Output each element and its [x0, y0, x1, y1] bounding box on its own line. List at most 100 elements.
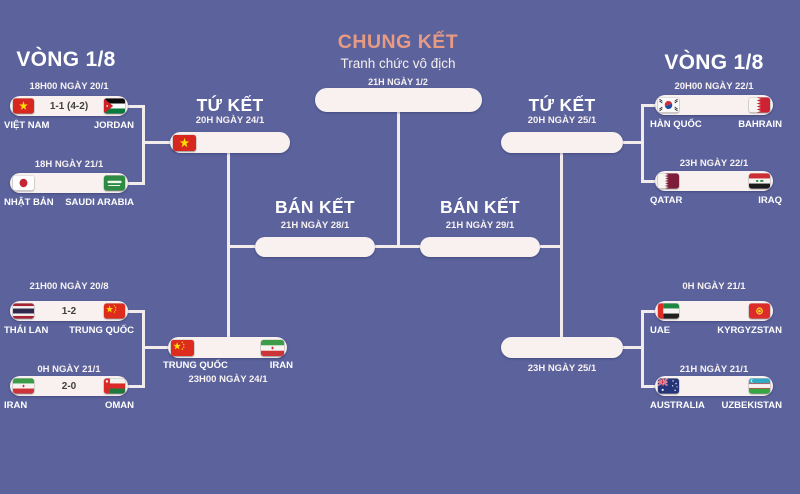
match-datetime: 18H NGÀY 21/1	[34, 159, 104, 170]
round-of-16-title-left: VÒNG 1/8	[16, 48, 116, 71]
final-subtitle: Tranh chức vô địch	[340, 56, 456, 71]
iraq-flag	[749, 173, 770, 189]
match-score: 1-1 (4-2)	[49, 100, 89, 112]
quarterfinal-right-top-datetime: 20H NGÀY 25/1	[527, 115, 597, 126]
connector-line	[644, 310, 655, 313]
team-label: VIỆT NAM	[4, 120, 50, 131]
match-teams: VIỆT NAM JORDAN	[4, 120, 134, 131]
team-label: OMAN	[104, 400, 134, 411]
team-label: IRAN	[269, 360, 293, 371]
quarterfinal-right-top-slot	[501, 132, 623, 153]
match-teams: THÁI LAN TRUNG QUỐC	[4, 325, 134, 336]
bahrain-flag	[749, 97, 770, 113]
connector-line	[641, 310, 644, 388]
match-datetime: 21H00 NGÀY 20/8	[29, 281, 109, 292]
match-datetime: 23H NGÀY 22/1	[679, 158, 749, 169]
kyrgyzstan-flag	[749, 303, 770, 319]
match-japan-saudiarabia	[10, 173, 128, 193]
jordan-flag	[104, 98, 125, 114]
team-label: KYRGYZSTAN	[717, 325, 782, 336]
team-label: UZBEKISTAN	[721, 400, 782, 411]
connector-line	[128, 182, 145, 185]
semifinal-left-title: BÁN KẾT	[275, 197, 355, 217]
uzbekistan-flag	[749, 378, 770, 394]
match-thailand-china: 1-2	[10, 301, 128, 321]
match-iran-oman: 2-0	[10, 376, 128, 396]
quarterfinal-left-bottom-slot	[168, 337, 287, 358]
japan-flag	[13, 175, 34, 191]
team-label: QATAR	[650, 195, 683, 206]
quarterfinal-left-bottom-datetime: 23H00 NGÀY 24/1	[188, 374, 268, 385]
china-flag	[104, 303, 125, 319]
connector-line	[623, 346, 644, 349]
semifinal-right-datetime: 21H NGÀY 29/1	[445, 220, 515, 231]
connector-line	[142, 346, 168, 349]
semifinal-right-slot	[420, 237, 540, 257]
match-uae-kyrgyzstan	[655, 301, 773, 321]
connector-line	[142, 310, 145, 388]
team-label: IRAN	[4, 400, 28, 411]
australia-flag	[658, 378, 679, 394]
match-datetime: 0H NGÀY 21/1	[682, 281, 746, 292]
match-datetime: 20H00 NGÀY 22/1	[674, 81, 754, 92]
china-flag	[171, 339, 194, 356]
quarterfinal-left-top-slot	[170, 132, 290, 153]
team-label: NHẬT BẢN	[4, 197, 54, 208]
semifinal-right-title: BÁN KẾT	[440, 197, 520, 217]
quarterfinal-right-bottom-datetime: 23H NGÀY 25/1	[527, 363, 597, 374]
match-southkorea-bahrain	[655, 95, 773, 115]
connector-line	[644, 104, 655, 107]
match-teams: UAE KYRGYZSTAN	[650, 325, 782, 336]
match-teams: NHẬT BẢN SAUDI ARABIA	[4, 197, 134, 208]
match-teams: IRAN OMAN	[4, 400, 134, 411]
match-qatar-iraq	[655, 171, 773, 191]
round-of-16-title-right: VÒNG 1/8	[664, 51, 764, 74]
match-vietnam-jordan: 1-1 (4-2)	[10, 96, 128, 116]
semifinal-left-datetime: 21H NGÀY 28/1	[280, 220, 350, 231]
team-label: SAUDI ARABIA	[65, 197, 134, 208]
iran-flag	[261, 339, 284, 356]
match-teams: HÀN QUỐC BAHRAIN	[650, 119, 782, 130]
match-score: 1-2	[61, 305, 77, 317]
qatar-flag	[658, 173, 679, 189]
connector-line	[540, 245, 563, 248]
south-korea-flag	[658, 97, 679, 113]
team-label: TRUNG QUỐC	[69, 325, 134, 336]
team-label: BAHRAIN	[738, 119, 782, 130]
iran-flag	[13, 378, 34, 394]
saudi-arabia-flag	[104, 175, 125, 191]
connector-line	[128, 105, 145, 108]
team-label: THÁI LAN	[4, 325, 49, 336]
connector-line	[227, 245, 255, 248]
team-label: AUSTRALIA	[650, 400, 705, 411]
connector-line	[644, 385, 655, 388]
team-label: TRUNG QUỐC	[163, 360, 228, 371]
connector-line	[128, 310, 145, 313]
match-datetime: 0H NGÀY 21/1	[37, 364, 101, 375]
match-teams: AUSTRALIA UZBEKISTAN	[650, 400, 782, 411]
uae-flag	[658, 303, 679, 319]
final-match-slot	[315, 88, 482, 112]
semifinal-left-slot	[255, 237, 375, 257]
connector-line	[142, 105, 145, 185]
vietnam-flag	[13, 98, 34, 114]
quarterfinal-left-bottom-teams: TRUNG QUỐC IRAN	[163, 360, 293, 371]
match-australia-uzbekistan	[655, 376, 773, 396]
team-label: HÀN QUỐC	[650, 119, 702, 130]
connector-line	[644, 180, 655, 183]
oman-flag	[104, 378, 125, 394]
match-teams: QATAR IRAQ	[650, 195, 782, 206]
connector-line	[142, 141, 170, 144]
connector-line	[623, 141, 644, 144]
match-score: 2-0	[61, 380, 77, 392]
match-datetime: 21H NGÀY 21/1	[679, 364, 749, 375]
final-datetime: 21H NGÀY 1/2	[368, 77, 428, 87]
match-datetime: 18H00 NGÀY 20/1	[29, 81, 109, 92]
team-label: JORDAN	[93, 120, 134, 131]
quarterfinal-left-top-datetime: 20H NGÀY 24/1	[195, 115, 265, 126]
thailand-flag	[13, 303, 34, 319]
connector-line	[375, 245, 420, 248]
final-title: CHUNG KẾT	[337, 31, 459, 53]
quarterfinal-right-bottom-slot	[501, 337, 623, 358]
